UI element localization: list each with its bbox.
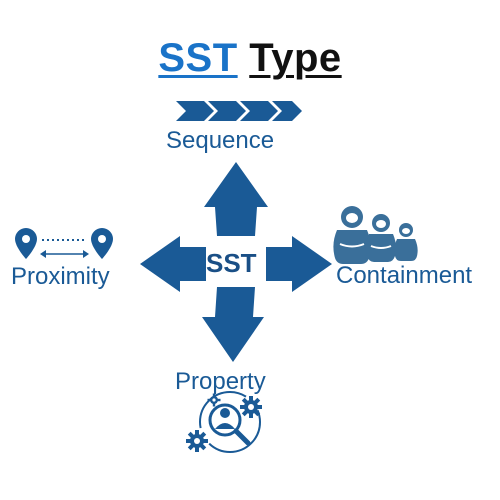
label-containment: Containment: [336, 262, 473, 289]
arrow-down: [202, 287, 264, 362]
person-search-gears-icon: [186, 391, 262, 453]
diagram-title: SST Type: [0, 36, 500, 81]
label-proximity: Proximity: [11, 263, 110, 290]
arrow-up: [204, 162, 268, 236]
title-sst: SST: [158, 36, 238, 80]
nesting-dolls-icon: [333, 206, 418, 264]
arrow-left: [140, 236, 206, 292]
title-type: Type: [249, 36, 342, 80]
label-property: Property: [175, 368, 266, 395]
chevron-sequence-icon: [176, 101, 302, 121]
label-sequence: Sequence: [166, 127, 275, 154]
arrow-right: [266, 236, 332, 292]
location-pins-distance-icon: [15, 228, 113, 259]
center-label: SST: [206, 248, 257, 278]
